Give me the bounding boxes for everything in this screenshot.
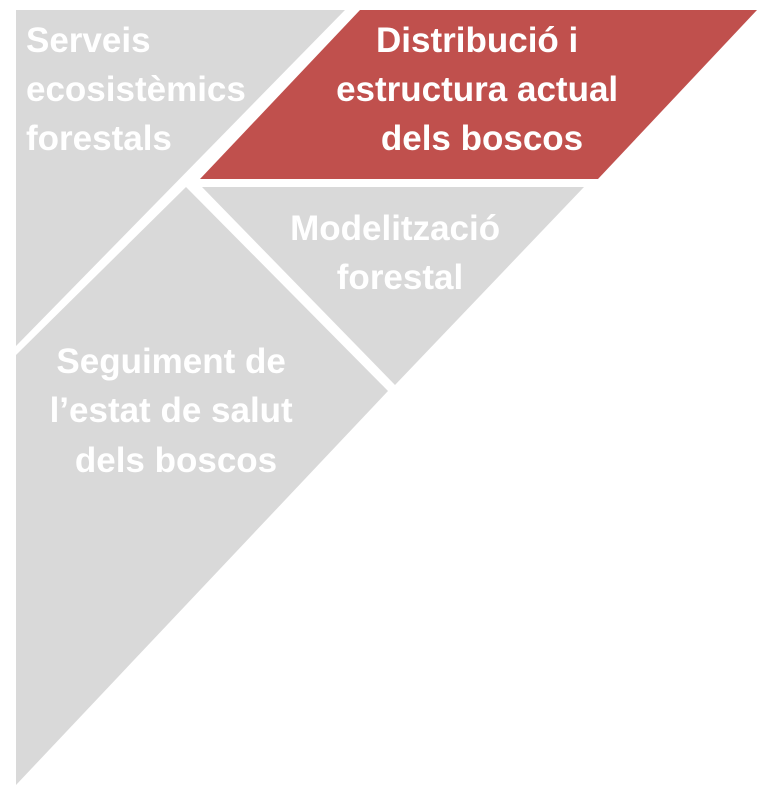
segment-distribucio-shape xyxy=(200,10,757,179)
segment-modelitzacio-shape xyxy=(202,187,584,385)
segment-modelitzacio-label: Modelització forestal xyxy=(290,209,510,297)
segment-distribucio-label: Distribució i estructura actual dels bos… xyxy=(336,21,628,158)
segment-seguiment-label: Seguiment de l’estat de salut dels bosco… xyxy=(50,342,303,480)
segment-serveis-label: Serveis ecosistèmics forestals xyxy=(26,21,256,158)
segment-seguiment-shape xyxy=(16,187,388,785)
segment-serveis-shape xyxy=(16,10,345,346)
